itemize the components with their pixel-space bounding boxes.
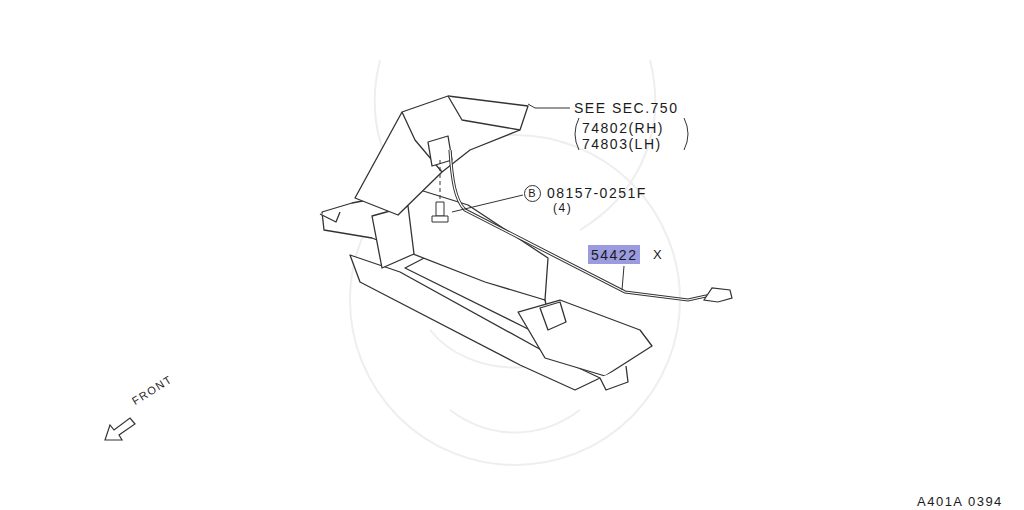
callout-text: 74803(LH) <box>582 137 662 151</box>
part-number-box: 54422 <box>588 245 640 264</box>
stabilizer <box>450 150 732 302</box>
part-number: 54422 <box>591 248 637 262</box>
callout-text: 08157-0251F <box>547 186 647 200</box>
bar-end-bracket <box>704 288 732 302</box>
bolt <box>432 160 448 222</box>
right-tower <box>540 302 566 330</box>
leader-line <box>622 266 624 290</box>
figure-code: A401A 0394 <box>917 495 1003 508</box>
front-arrow <box>105 418 135 440</box>
member-arm <box>355 96 528 215</box>
member-arm-edge <box>402 96 520 172</box>
leader-line <box>452 195 523 212</box>
leader-line <box>528 104 570 108</box>
callout-circle: B <box>524 185 541 202</box>
stabilizer-bar-core <box>450 150 722 300</box>
callout-text: X <box>653 248 663 261</box>
stabilizer-bar <box>450 150 722 300</box>
bolt-shank <box>436 202 444 216</box>
mount-lug <box>320 212 628 390</box>
callout-text: (4) <box>553 202 572 214</box>
right-bracket <box>518 300 652 376</box>
callout-text: SEE SEC.750 <box>574 101 678 115</box>
rear-rail <box>322 190 548 300</box>
callout-letter: B <box>528 188 535 199</box>
bracket-paren <box>684 118 688 150</box>
bracket-paren <box>575 118 579 150</box>
leader-lines <box>452 104 688 290</box>
bolt-axis <box>440 160 441 200</box>
callout-text: 74802(RH) <box>582 121 664 135</box>
direction-label: FRONT <box>130 374 174 407</box>
left-tower <box>372 206 414 268</box>
bolt-head <box>432 216 448 222</box>
